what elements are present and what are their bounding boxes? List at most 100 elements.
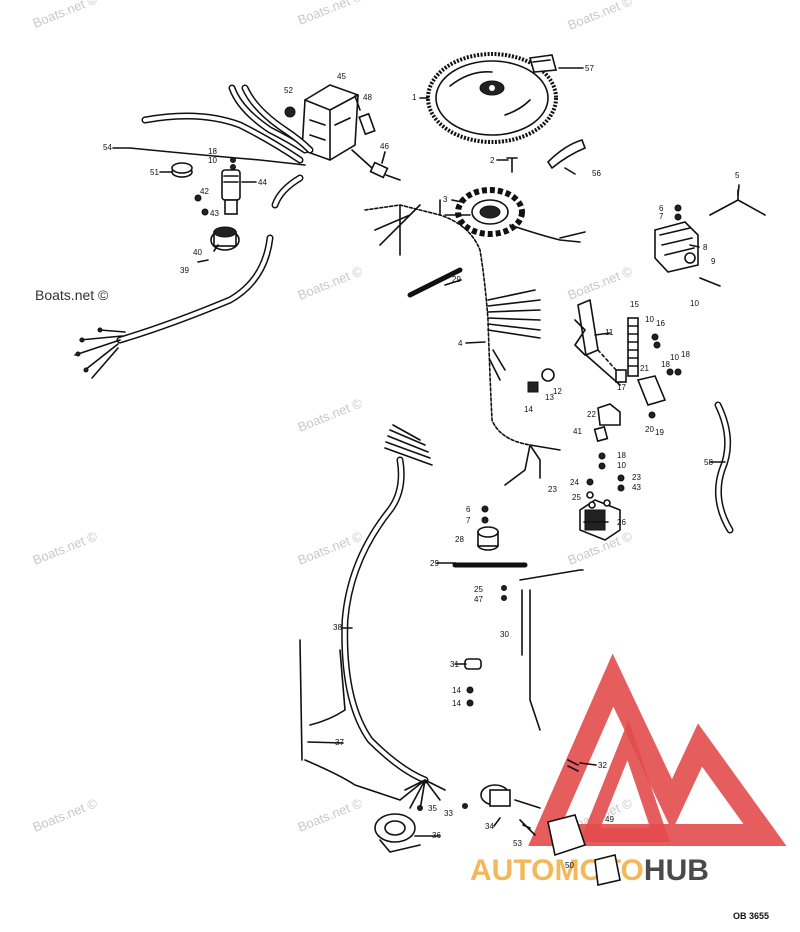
part-label: 47 bbox=[474, 595, 483, 604]
watermark: Boats.net © bbox=[31, 528, 100, 568]
part-label: 5 bbox=[735, 171, 740, 180]
part-label: 49 bbox=[605, 815, 614, 824]
drawing-code: OB 3655 bbox=[733, 911, 769, 921]
watermark: Boats.net © bbox=[296, 395, 365, 435]
watermark: Boats.net © bbox=[566, 263, 635, 303]
leader-lines bbox=[112, 67, 740, 837]
part-label: 10 bbox=[690, 299, 699, 308]
part-label: 10 bbox=[645, 315, 654, 324]
part-label: 48 bbox=[363, 93, 372, 102]
spacer-48 bbox=[358, 112, 376, 136]
part-label: 29 bbox=[430, 559, 439, 568]
part-label: 39 bbox=[180, 266, 189, 275]
part-label: 9 bbox=[711, 257, 716, 266]
part-label: 22 bbox=[587, 410, 596, 419]
part-label: 26 bbox=[617, 518, 626, 527]
part-label: 18 bbox=[661, 360, 670, 369]
part-label: 6 bbox=[466, 505, 471, 514]
part-label: 10 bbox=[208, 156, 217, 165]
part-label: 10 bbox=[617, 461, 626, 470]
autmotohub-logo: AUTOMOTOHUB bbox=[470, 653, 787, 887]
part-label: 53 bbox=[513, 839, 522, 848]
voltage-regulator bbox=[654, 221, 699, 273]
remote-harness bbox=[341, 456, 429, 784]
part-label: 44 bbox=[258, 178, 267, 187]
part-label: 51 bbox=[150, 168, 159, 177]
part-label: 40 bbox=[193, 248, 202, 257]
part-label: 43 bbox=[210, 209, 219, 218]
part-label: 21 bbox=[640, 364, 649, 373]
stator-screw bbox=[506, 157, 518, 173]
watermark: Boats.net © bbox=[296, 263, 365, 303]
warning-horn bbox=[374, 813, 421, 853]
part-label: 58 bbox=[704, 458, 713, 467]
watermark: Boats.net © bbox=[35, 287, 109, 303]
starter-solenoid bbox=[579, 499, 621, 541]
part-label: 54 bbox=[103, 143, 112, 152]
part-label: 18 bbox=[681, 350, 690, 359]
logo-word-auto: AUTOMOTOHUB bbox=[470, 854, 709, 887]
part-label: 12 bbox=[553, 387, 562, 396]
part-label: 50 bbox=[565, 861, 574, 870]
part-label: 46 bbox=[380, 142, 389, 151]
part-label: 8 bbox=[703, 243, 708, 252]
part-label: 16 bbox=[656, 319, 665, 328]
part-label: 7 bbox=[659, 212, 664, 221]
part-label: 18 bbox=[208, 147, 217, 156]
watermark: Boats.net © bbox=[296, 0, 365, 28]
part-label: 35 bbox=[428, 804, 437, 813]
part-label: 13 bbox=[545, 393, 554, 402]
main-wiring-harness bbox=[364, 204, 531, 446]
part-label: 29 bbox=[452, 275, 461, 284]
part-label: 14 bbox=[452, 686, 461, 695]
ignition-coil-44 bbox=[221, 157, 241, 215]
component-28 bbox=[477, 526, 499, 551]
part-label: 45 bbox=[337, 72, 346, 81]
part-label: 23 bbox=[632, 473, 641, 482]
relay-21 bbox=[636, 375, 667, 406]
lead-wire bbox=[129, 147, 306, 166]
part-label: 23 bbox=[548, 485, 557, 494]
grommet-51 bbox=[171, 162, 193, 178]
panel-49 bbox=[547, 814, 587, 857]
part-label: 57 bbox=[585, 64, 594, 73]
watermark: Boats.net © bbox=[31, 0, 100, 31]
wire-37 bbox=[299, 639, 401, 801]
part-label: 52 bbox=[284, 86, 293, 95]
part-label: 25 bbox=[474, 585, 483, 594]
part-label: 7 bbox=[466, 516, 471, 525]
part-label: 25 bbox=[572, 493, 581, 502]
part-label: 1 bbox=[412, 93, 417, 102]
part-label: 4 bbox=[458, 339, 463, 348]
panel-50 bbox=[594, 854, 621, 886]
cable-30 bbox=[519, 569, 584, 731]
part-label: 19 bbox=[655, 428, 664, 437]
part-label: 30 bbox=[500, 630, 509, 639]
part-label: 34 bbox=[485, 822, 494, 831]
part-label: 2 bbox=[490, 156, 495, 165]
fastener bbox=[284, 106, 296, 118]
part-label: 28 bbox=[455, 535, 464, 544]
part-label: 38 bbox=[333, 623, 342, 632]
part-label: 17 bbox=[617, 383, 626, 392]
watermark: Boats.net © bbox=[566, 0, 635, 33]
part-label: 43 bbox=[632, 483, 641, 492]
stator bbox=[455, 187, 586, 243]
part-label: 14 bbox=[452, 699, 461, 708]
part-label: 33 bbox=[444, 809, 453, 818]
part-label: 41 bbox=[573, 427, 582, 436]
part-label: 20 bbox=[645, 425, 654, 434]
part-label: 18 bbox=[617, 451, 626, 460]
watermark: Boats.net © bbox=[296, 795, 365, 835]
part-label: 3 bbox=[443, 195, 448, 204]
ignition-key-switch bbox=[480, 784, 541, 836]
watermark: Boats.net © bbox=[296, 528, 365, 568]
terminal-block bbox=[627, 317, 639, 377]
part-label: 14 bbox=[524, 405, 533, 414]
stator-clip bbox=[546, 139, 587, 170]
part-label: 6 bbox=[659, 204, 664, 213]
flywheel-key bbox=[528, 54, 558, 73]
part-label: 42 bbox=[200, 187, 209, 196]
part-label: 56 bbox=[592, 169, 601, 178]
